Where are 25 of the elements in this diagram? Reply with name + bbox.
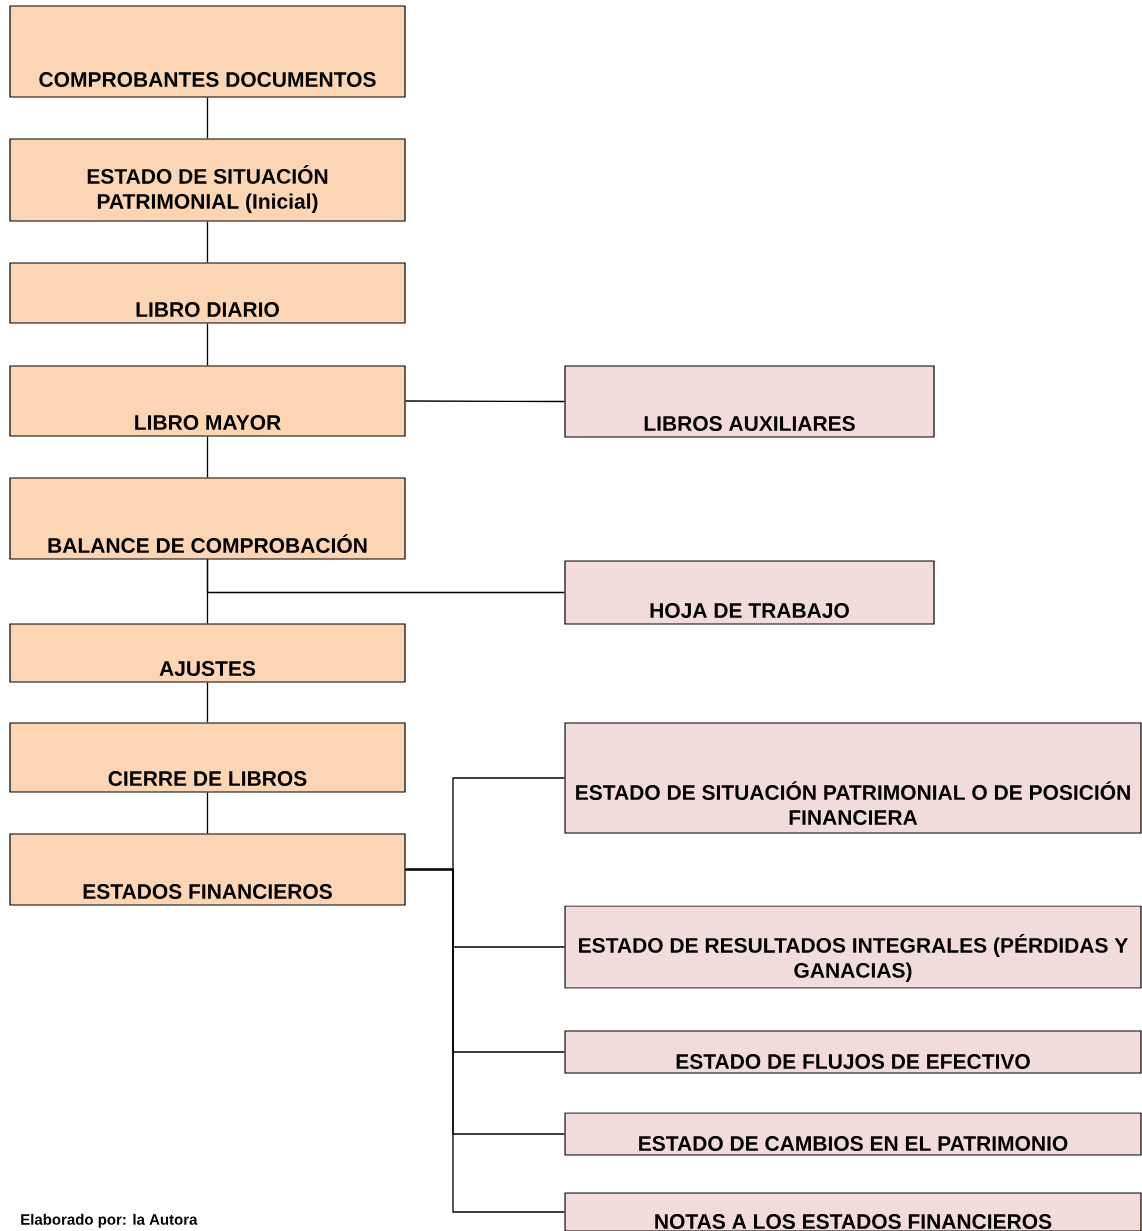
process-box: BALANCE DE COMPROBACIÓN [9, 477, 406, 560]
process-box: COMPROBANTES DOCUMENTOS [9, 5, 406, 98]
process-box: HOJA DE TRABAJO [564, 560, 935, 625]
process-box: ESTADO DE CAMBIOS EN EL PATRIMONIO [564, 1112, 1142, 1156]
connector-line [206, 96, 209, 140]
process-box: LIBROS AUXILIARES [564, 365, 935, 438]
connector-line [404, 400, 566, 403]
connector-line [206, 681, 209, 724]
process-box: LIBRO MAYOR [9, 365, 406, 437]
process-box: ESTADO DE SITUACIÓN PATRIMONIAL (Inicial) [9, 138, 406, 222]
process-box: AJUSTES [9, 623, 406, 683]
connector-line [206, 322, 209, 367]
connector-line [206, 220, 209, 264]
process-box: LIBRO DIARIO [9, 262, 406, 324]
process-box: ESTADOS FINANCIEROS [9, 833, 406, 906]
process-box: CIERRE DE LIBROS [9, 722, 406, 793]
process-box: ESTADO DE FLUJOS DE EFECTIVO [564, 1030, 1142, 1074]
connector-line [206, 435, 209, 479]
credit-note: Elaborado por: la Autora [21, 1213, 198, 1228]
process-box: ESTADO DE RESULTADOS INTEGRALES (PÉRDIDAS Y GANACIAS) [564, 905, 1142, 989]
process-box: NOTAS A LOS ESTADOS FINANCIEROS [564, 1192, 1142, 1231]
connector-line [404, 868, 566, 1213]
connector-line [206, 558, 209, 625]
connector-line [206, 791, 209, 835]
process-box: ESTADO DE SITUACIÓN PATRIMONIAL O DE POSICIÓN FINANCIERA [564, 722, 1142, 834]
